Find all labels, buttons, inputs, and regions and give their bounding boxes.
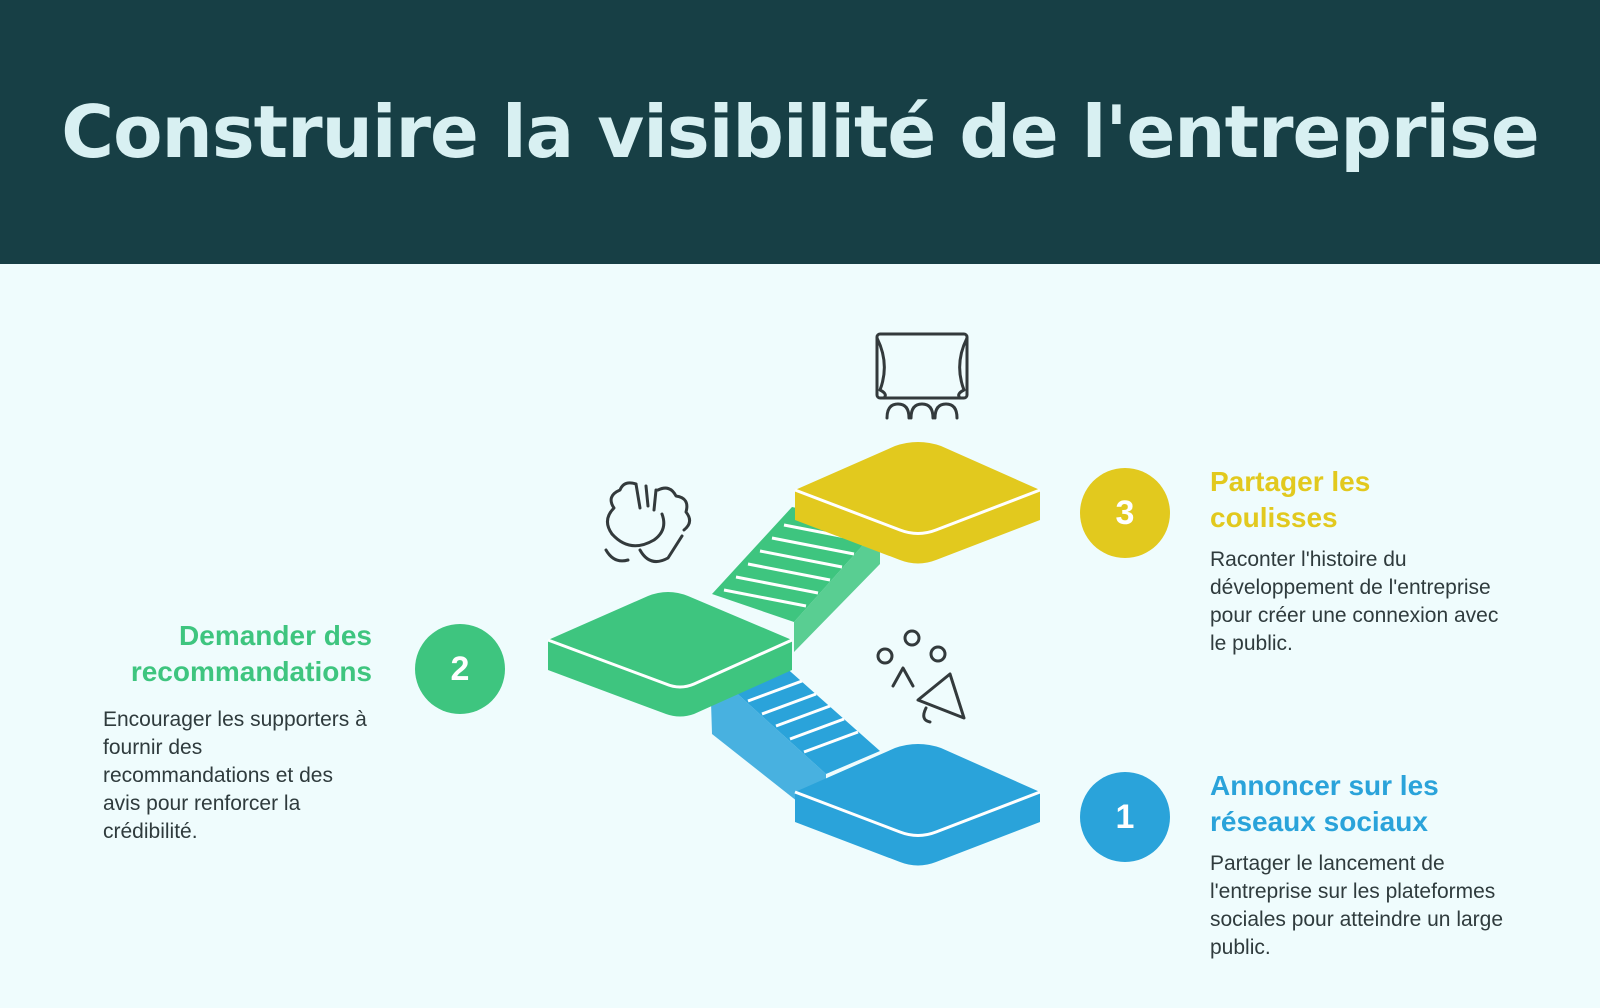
platform-step-3 [794, 442, 1041, 564]
step-2-number: 2 [450, 649, 470, 688]
theater-stage-icon [875, 332, 969, 420]
page-title: Construire la visibilité de l'entreprise [61, 90, 1539, 174]
step-1-number: 1 [1115, 797, 1135, 836]
content-area: 3 Partager les coulisses Raconter l'hist… [0, 264, 1600, 1008]
step-1-description: Partager le lancement de l'entreprise su… [1210, 852, 1504, 959]
people-megaphone-icon [876, 629, 966, 724]
applause-hands-icon [604, 481, 691, 564]
step-1-badge: 1 [1080, 772, 1170, 862]
step-3-title: Partager les coulisses [1210, 466, 1371, 533]
step-3-badge: 3 [1080, 468, 1170, 558]
step-2-badge: 2 [415, 624, 505, 714]
step-2-title: Demander des recommandations [130, 620, 372, 687]
staircase-diagram [547, 332, 1041, 866]
step-1-title: Annoncer sur les réseaux sociaux [1210, 770, 1439, 837]
step-3-number: 3 [1115, 493, 1135, 532]
step-3-description: Raconter l'histoire du développement de … [1210, 548, 1499, 655]
platform-step-1 [794, 744, 1041, 866]
platform-step-2 [547, 592, 793, 717]
step-2-description: Encourager les supporters à fournir des … [103, 708, 367, 843]
header-banner: Construire la visibilité de l'entreprise [0, 0, 1600, 264]
